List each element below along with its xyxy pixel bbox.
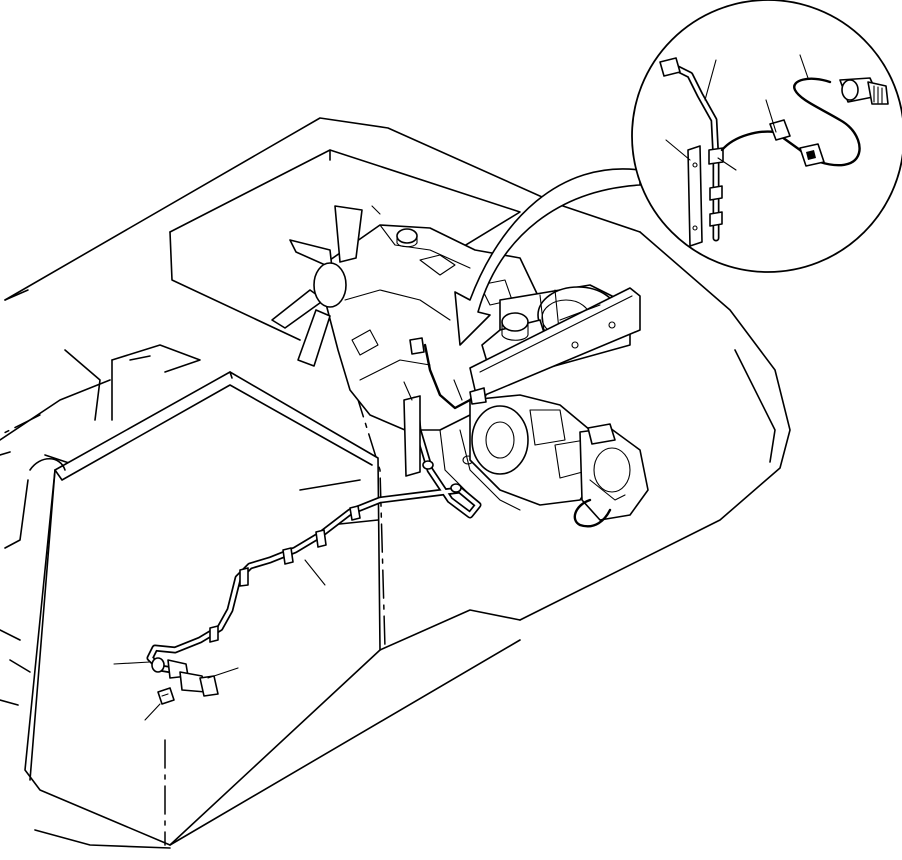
cooling-fan (271, 205, 381, 367)
detail-view (631, 0, 902, 273)
callout-leader (799, 54, 809, 79)
callout-leader (207, 667, 239, 679)
callout-leaders (113, 54, 809, 721)
callout-leader (113, 661, 151, 665)
callout-leader (144, 703, 161, 721)
callout-leader (453, 379, 463, 401)
callout-leader (403, 381, 413, 401)
callout-leader (704, 59, 717, 101)
callout-leader (765, 99, 777, 133)
tank-cover (4, 371, 521, 849)
sensor-harness (146, 337, 487, 705)
callout-leader (665, 139, 691, 161)
reference-arrow (454, 168, 641, 346)
air-cleaner (469, 284, 641, 396)
callout-leader (717, 157, 737, 171)
hydraulic-pump (469, 394, 649, 528)
callout-leader (304, 559, 326, 586)
